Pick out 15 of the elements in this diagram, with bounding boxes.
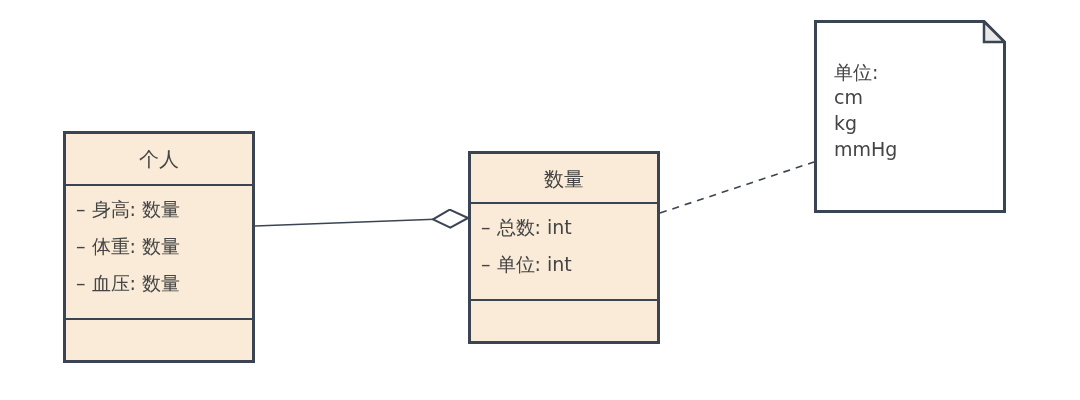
class-box	[468, 151, 660, 344]
attribute-text: – 总数: int	[481, 215, 572, 240]
attribute-text: – 体重: 数量	[76, 234, 180, 259]
attribute-text: – 血压: 数量	[76, 271, 180, 296]
attribute-text: – 单位: int	[481, 252, 572, 277]
attribute-text: – 身高: 数量	[76, 197, 180, 222]
class-name: 个人	[138, 146, 180, 173]
class-name: 数量	[543, 166, 585, 193]
note-text: cm	[834, 86, 863, 108]
note-text: mmHg	[834, 138, 898, 160]
note-text: kg	[834, 112, 858, 134]
note-text: 单位:	[834, 60, 879, 85]
aggregation-line	[254, 208, 469, 229]
class-box	[63, 131, 255, 363]
connector-line	[659, 161, 815, 214]
